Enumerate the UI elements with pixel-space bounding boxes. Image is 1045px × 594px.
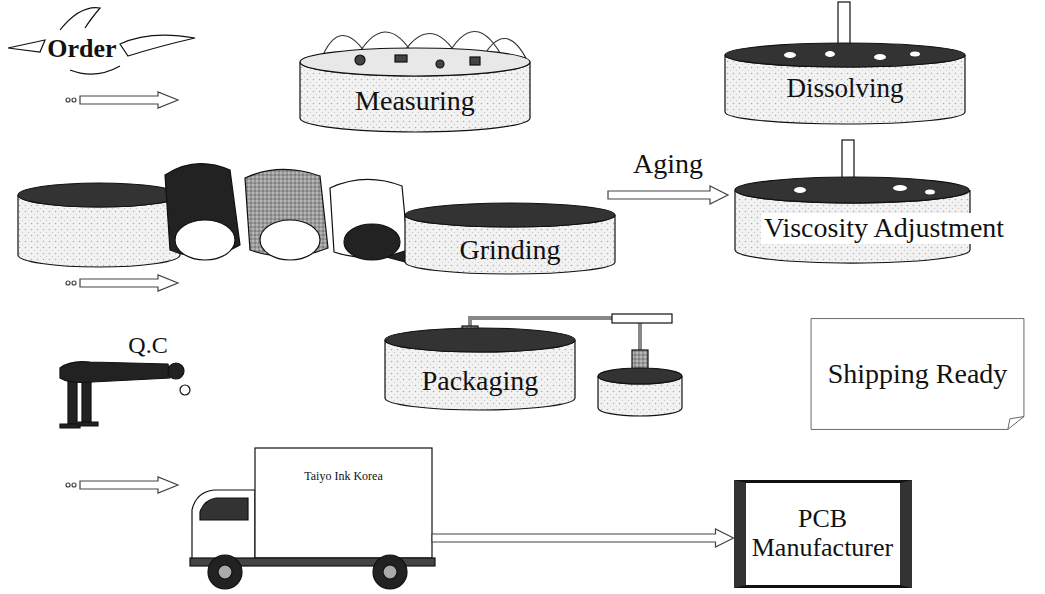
- truck-box: Taiyo Ink Korea: [255, 448, 432, 558]
- shipping-note: Shipping Ready: [810, 318, 1025, 430]
- node-text: Taiyo Ink Korea: [304, 470, 382, 483]
- arrow-shape: [432, 529, 734, 547]
- node-text: PCB Manufacturer: [752, 505, 894, 562]
- flow-arrow: [432, 529, 734, 547]
- node-text: Order: [47, 35, 116, 64]
- node-text: Q.C: [128, 332, 167, 358]
- qc-label: Q.C: [112, 328, 184, 363]
- order-label: Order: [38, 28, 126, 70]
- node-text: Dissolving: [786, 74, 903, 104]
- arrow-shape: [608, 186, 728, 204]
- measuring-tank: Measuring: [310, 78, 520, 124]
- pcb-manufacturer-box: PCB Manufacturer: [734, 480, 912, 588]
- node-text: Viscosity Adjustment: [761, 213, 1007, 244]
- packaging-tank: Packaging: [394, 360, 566, 402]
- flow-arrow: [608, 186, 728, 204]
- node-text: Packaging: [422, 366, 539, 397]
- edge-label: Aging: [630, 149, 706, 180]
- grinding-tank: Grinding: [412, 190, 608, 272]
- node-text: Shipping Ready: [828, 359, 1008, 390]
- viscosity-tank: Viscosity Adjustment: [728, 180, 1040, 250]
- node-text: Measuring: [355, 86, 475, 117]
- node-text: Grinding: [459, 235, 560, 266]
- dissolving-tank: Dissolving: [735, 66, 955, 112]
